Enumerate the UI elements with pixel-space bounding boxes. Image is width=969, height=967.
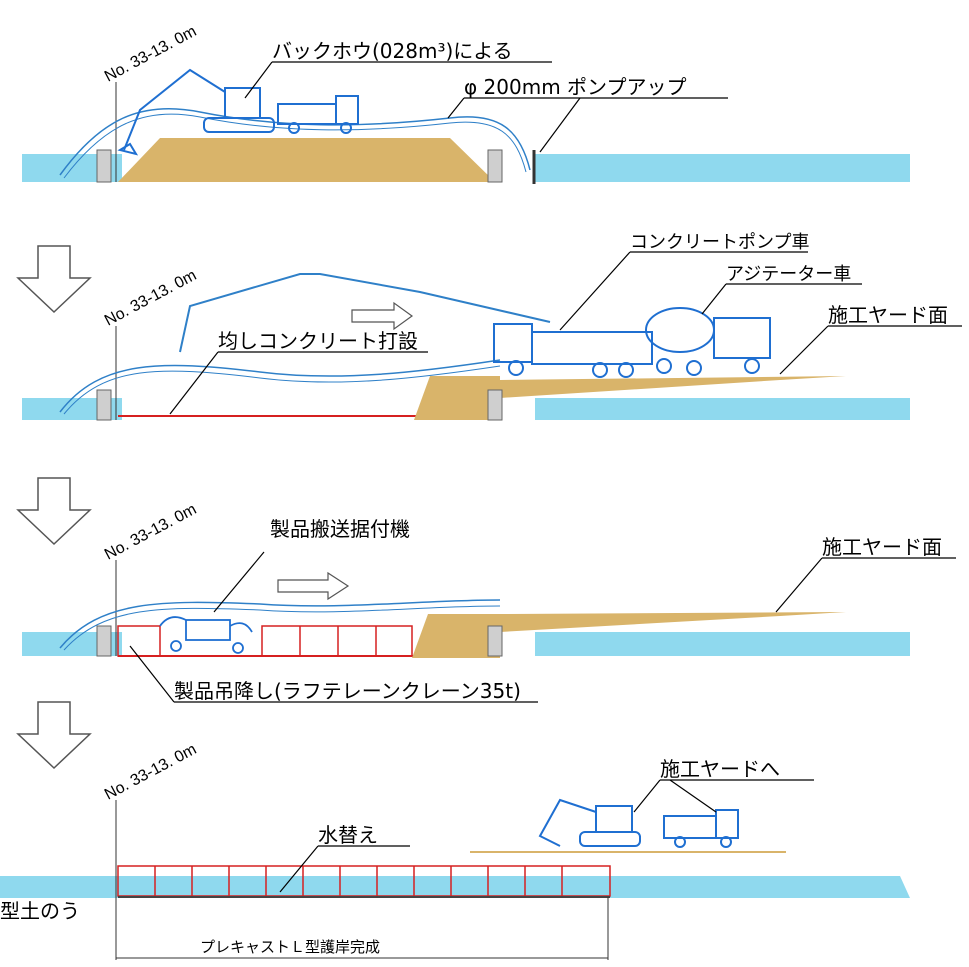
precast-blocks <box>117 625 413 657</box>
installer-machine-icon <box>159 616 253 654</box>
yard-leader <box>779 325 829 375</box>
sheet-pile-left <box>96 389 112 421</box>
sheet-pile-right <box>487 149 503 183</box>
station-label: No. 33-13. 0m <box>102 267 200 330</box>
concrete-label: 均しコンクリート打設 <box>218 329 418 353</box>
stage-3: No. 33-13. 0m 製品搬送据付機 施工ヤード面 製品吊降し(ラフテレー… <box>22 501 956 703</box>
soil-embankment <box>412 614 500 658</box>
yard-surface <box>500 376 846 398</box>
hollow-right-arrow-icon <box>277 571 350 601</box>
crane-label: 製品吊降し(ラフテレーンクレーン35t) <box>174 679 521 703</box>
sandbag-label: 型土のう <box>0 899 80 923</box>
stage-4: No. 33-13. 0m 施工ヤードへ 水替え 型土のう プレキャストＬ型護岸… <box>0 741 910 960</box>
pump-hose <box>59 359 501 413</box>
backhoe-icon <box>117 68 275 156</box>
agitator-truck-icon <box>645 307 771 376</box>
pump-hose <box>59 599 501 649</box>
yard-label: 施工ヤード面 <box>822 535 942 559</box>
yard-leader <box>775 557 823 613</box>
water-change-label: 水替え <box>318 823 378 847</box>
machine-leader <box>213 551 265 613</box>
pump-leader-a <box>447 97 465 119</box>
stage-2: No. 33-13. 0m コンクリートポンプ車 アジテーター車 <box>22 232 962 421</box>
station-label: No. 33-13. 0m <box>102 741 200 804</box>
dump-truck-icon <box>277 95 359 134</box>
pump-hose-inner <box>63 605 501 651</box>
hollow-down-arrow-icon <box>16 701 92 770</box>
backhoe-leader <box>244 61 273 99</box>
stage-1: No. 33-13. 0m バックホウ(028m³)による φ 200mm ポン… <box>22 23 910 184</box>
pump-hose-inner <box>63 113 527 179</box>
hollow-down-arrow-icon <box>16 245 92 314</box>
sheet-pile-left <box>96 625 112 657</box>
water-change-leader <box>279 845 319 893</box>
hollow-right-arrow-icon <box>351 301 414 331</box>
pump-label: φ 200mm ポンプアップ <box>464 75 686 99</box>
agitator-label: アジテーター車 <box>726 264 851 285</box>
concrete-pump-truck-icon <box>493 323 653 378</box>
soil-embankment <box>118 138 495 182</box>
sheet-pile-right <box>487 389 503 421</box>
dump-truck-icon <box>663 809 739 848</box>
pump-truck-leader <box>559 251 631 331</box>
water-channel <box>0 876 910 898</box>
backhoe-icon <box>538 798 641 847</box>
station-label: No. 33-13. 0m <box>102 501 200 564</box>
pump-leader-b <box>539 97 581 153</box>
concrete-leader <box>169 351 219 415</box>
machine-label: 製品搬送据付機 <box>270 517 410 541</box>
pump-hose-inner <box>63 365 501 415</box>
sheet-pile-right <box>487 625 503 657</box>
backhoe-label: バックホウ(028m³)による <box>272 39 513 63</box>
crane-leader <box>129 645 175 703</box>
station-label: No. 33-13. 0m <box>102 23 200 86</box>
soil-embankment <box>414 376 500 420</box>
pump-truck-label: コンクリートポンプ車 <box>630 232 809 253</box>
water-channel-right <box>535 632 910 656</box>
sheet-pile-left <box>96 149 112 183</box>
to-yard-label: 施工ヤードへ <box>660 757 780 781</box>
completion-label: プレキャストＬ型護岸完成 <box>200 938 380 956</box>
to-yard-leader-b <box>669 779 717 813</box>
agitator-leader <box>701 283 727 315</box>
pump-boom <box>179 273 551 353</box>
yard-surface <box>500 612 846 632</box>
water-channel-right <box>535 154 910 182</box>
yard-label: 施工ヤード面 <box>828 303 948 327</box>
hollow-down-arrow-icon <box>16 477 92 546</box>
to-yard-leader-a <box>633 779 661 813</box>
water-channel-right <box>535 398 910 420</box>
